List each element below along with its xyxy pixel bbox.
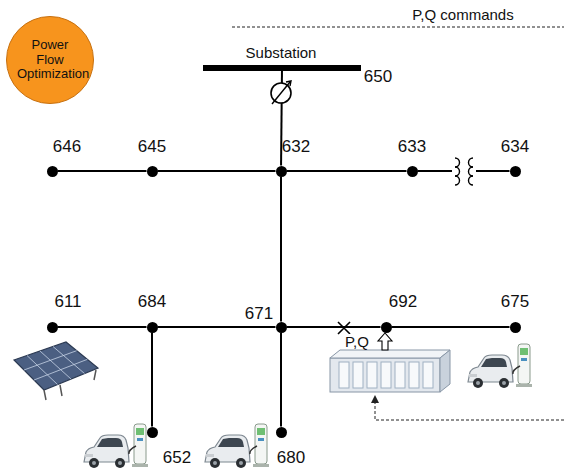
bus-number: 675: [501, 293, 529, 310]
feeder-line: [58, 327, 147, 328]
bus-dot: 632: [276, 166, 287, 177]
transformer-coil: [455, 167, 460, 176]
bus-dot: 633: [407, 166, 418, 177]
bus-dot: 692: [381, 322, 392, 333]
storage-cabinet: [395, 362, 405, 388]
storage-cabinet: [367, 362, 377, 388]
pv-grid: [40, 351, 71, 379]
annotation-label: P,Q commands: [411, 7, 514, 22]
feeder-line: [158, 327, 276, 328]
storage-cabinet: [409, 362, 419, 388]
substation-label: Substation: [246, 45, 317, 60]
bus-number: 634: [501, 138, 529, 155]
feeder-line: [58, 171, 147, 172]
feeder-line: [158, 170, 276, 172]
bus-dot: 671: [276, 322, 287, 333]
storage-cabinet: [381, 362, 391, 388]
feeder-line: [158, 171, 276, 172]
transformer-coil: [469, 167, 474, 176]
bus-dot: 646: [47, 166, 58, 177]
feeder-line: [280, 333, 282, 427]
feeder-line: [158, 326, 276, 328]
pv-grid: [27, 356, 58, 385]
feeder-line: [58, 326, 147, 328]
bus-dot: 611: [47, 322, 58, 333]
feeder-line: [392, 327, 510, 328]
feeder-line: [287, 170, 407, 172]
bus-number: 680: [277, 449, 305, 466]
bus-number: 650: [364, 68, 392, 85]
pv-grid: [53, 347, 85, 374]
transformer-coil: [469, 176, 474, 185]
bus-dot: 645: [147, 166, 158, 177]
feeder-line: [152, 333, 153, 427]
transformer-coil: [455, 158, 460, 167]
bus-number: 633: [398, 138, 426, 155]
bus-number: 652: [163, 449, 191, 466]
storage-cabinet: [339, 362, 349, 388]
feeder-line: [287, 327, 381, 328]
transformer-coil: [469, 158, 474, 167]
bus-number: 611: [54, 293, 81, 310]
feeder-line: [58, 170, 147, 172]
storage-cabinet: [423, 362, 433, 388]
feeder-line: [151, 333, 153, 427]
pv-grid: [34, 359, 87, 380]
pv-grid: [24, 351, 77, 370]
bus-number: 671: [245, 305, 273, 322]
optimizer-circle: Power Flow Optimization: [6, 16, 94, 104]
bus-dot: 634: [510, 166, 521, 177]
feeder-line: [287, 326, 381, 328]
bus-dot: 675: [510, 322, 521, 333]
annotation-label: P,Q: [344, 334, 370, 349]
bus-number: 632: [282, 138, 310, 155]
bus-dot: 684: [147, 322, 158, 333]
feeder-line: [281, 177, 282, 322]
bus-number: 684: [138, 293, 166, 310]
bus-dot: 652: [147, 427, 158, 438]
bus-number: 692: [389, 293, 417, 310]
bus-number: 645: [138, 138, 166, 155]
feeder-line: [392, 326, 510, 328]
feeder-line: [280, 177, 282, 322]
bus-number: 646: [53, 138, 81, 155]
node-label: Power Flow Optimization: [17, 38, 83, 83]
substation-bus: Substation650: [203, 65, 361, 71]
storage-cabinet: [353, 362, 363, 388]
feeder-line: [287, 171, 407, 172]
feeder-line: [281, 333, 282, 427]
transformer-coil: [455, 176, 460, 185]
bus-dot: 680: [276, 427, 287, 438]
